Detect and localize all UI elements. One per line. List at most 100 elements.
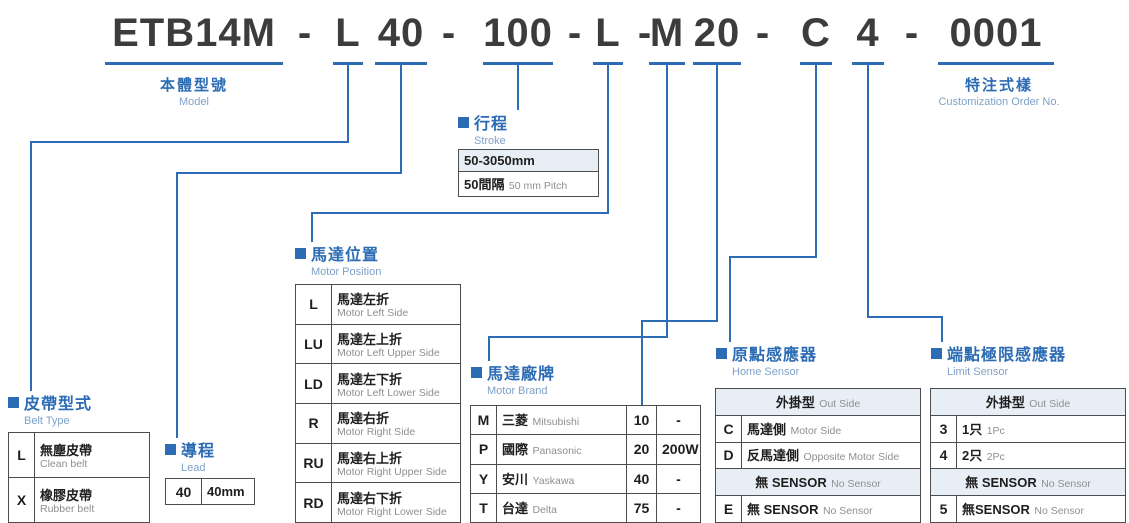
connector-line — [666, 64, 668, 336]
belt-code: L — [8, 432, 35, 478]
motor-position-code: LD — [295, 363, 332, 404]
table-row: M 三菱 Mitsubishi 10 - — [470, 404, 701, 436]
motor-brand-name: 安川 Yaskawa — [496, 463, 627, 494]
motor-watt-value: 200W — [656, 434, 701, 465]
motor-watt-value: - — [656, 404, 701, 436]
table-row: 無 SENSOR No Sensor — [715, 468, 921, 497]
code-segment-model: ETB14M — [105, 6, 283, 65]
stroke-pitch-cell: 50間隔 50 mm Pitch — [458, 171, 599, 197]
lead-table: 40 40mm — [165, 478, 255, 505]
table-row: 50間隔 50 mm Pitch — [458, 171, 599, 197]
motor-watt-code: 75 — [626, 492, 657, 523]
motor-brand-code: T — [470, 492, 497, 523]
connector-line — [30, 141, 32, 391]
home-sensor-title-zh: 原點感應器 — [732, 347, 818, 364]
motor-watt-value: - — [656, 463, 701, 494]
code-separator: - — [297, 11, 313, 55]
lead-section-header: 導程 Lead — [165, 437, 215, 474]
home-sensor-desc: 反馬達側 Opposite Motor Side — [741, 441, 921, 470]
connector-line — [729, 256, 817, 258]
motor-position-code: LU — [295, 323, 332, 365]
motor-brand-code: M — [470, 404, 497, 436]
belt-type-title-zh: 皮帶型式 — [24, 396, 93, 413]
stroke-section-header: 行程 Stroke — [458, 110, 508, 147]
table-row: 外掛型 Out Side — [715, 388, 921, 416]
code-segment-motor-brand: M — [649, 6, 685, 65]
limit-sensor-title-zh: 端點極限感應器 — [947, 347, 1067, 364]
home-sensor-section-header: 原點感應器 Home Sensor — [716, 341, 817, 378]
connector-line — [607, 64, 609, 212]
table-row: C 馬達側 Motor Side — [715, 414, 921, 443]
motor-brand-title-zh: 馬達廠牌 — [487, 366, 556, 383]
code-segment-limit-sensor: 4 — [852, 6, 884, 65]
code-segment-lead: 40 — [375, 6, 427, 65]
motor-position-title-en: Motor Position — [311, 266, 382, 278]
customization-label: 特注式樣 Customization Order No. — [904, 74, 1094, 108]
code-separator: - — [755, 11, 771, 55]
code-separator: - — [441, 11, 457, 55]
connector-line — [867, 316, 943, 318]
connector-line — [176, 172, 178, 438]
connector-line — [311, 212, 609, 214]
connector-line — [729, 256, 731, 342]
belt-code: X — [8, 477, 35, 523]
connector-line — [400, 64, 402, 172]
stroke-title-zh: 行程 — [474, 116, 509, 133]
table-row: 5 無SENSOR No Sensor — [930, 495, 1126, 523]
motor-brand-name: 三菱 Mitsubishi — [496, 404, 627, 436]
stroke-range-cell: 50-3050mm — [458, 148, 599, 173]
section-bullet-icon — [471, 366, 482, 378]
section-bullet-icon — [458, 116, 469, 128]
table-row: 外掛型 Out Side — [930, 388, 1126, 416]
stroke-table: 50-3050mm 50間隔 50 mm Pitch — [458, 148, 599, 197]
limit-sensor-desc: 無SENSOR No Sensor — [956, 495, 1126, 523]
table-row: 4 2只 2Pc — [930, 441, 1126, 470]
home-sensor-table: 外掛型 Out Side C 馬達側 Motor Side D 反馬達側 Opp… — [715, 388, 921, 523]
home-sensor-desc: 無 SENSOR No Sensor — [741, 495, 921, 523]
motor-watt-value: - — [656, 492, 701, 523]
table-row: Y 安川 Yaskawa 40 - — [470, 463, 701, 494]
home-sensor-desc: 馬達側 Motor Side — [741, 414, 921, 443]
home-sensor-code: E — [715, 495, 742, 523]
lead-code: 40 — [165, 478, 202, 505]
model-label-en: Model — [179, 96, 209, 108]
belt-type-title-en: Belt Type — [24, 415, 70, 427]
connector-line — [488, 336, 668, 338]
limit-sensor-title-en: Limit Sensor — [947, 366, 1009, 378]
code-segment-custom-no: 0001 — [938, 6, 1054, 65]
connector-line — [941, 316, 943, 342]
lead-value: 40mm — [201, 478, 255, 505]
motor-position-code: RU — [295, 442, 332, 484]
customization-label-zh: 特注式樣 — [964, 77, 1033, 94]
table-row: P 國際 Panasonic 20 200W — [470, 434, 701, 465]
code-segment-home-sensor: C — [800, 6, 832, 65]
code-segment-motor-position: L — [593, 6, 623, 65]
stroke-title-en: Stroke — [474, 135, 506, 147]
motor-watt-code: 10 — [626, 404, 657, 436]
connector-line — [311, 212, 313, 242]
motor-brand-table: M 三菱 Mitsubishi 10 - P 國際 Panasonic 20 2… — [470, 404, 701, 523]
motor-position-code: R — [295, 402, 332, 444]
connector-line — [176, 172, 402, 174]
home-sensor-outside-header: 外掛型 Out Side — [715, 388, 921, 416]
code-segment-motor-watt: 20 — [693, 6, 741, 65]
motor-brand-code: P — [470, 434, 497, 465]
motor-position-title-zh: 馬達位置 — [311, 247, 380, 264]
motor-watt-code: 40 — [626, 463, 657, 494]
connector-line — [517, 64, 519, 110]
motor-watt-code: 20 — [626, 434, 657, 465]
section-bullet-icon — [165, 443, 176, 455]
model-label: 本體型號 Model — [134, 74, 254, 108]
